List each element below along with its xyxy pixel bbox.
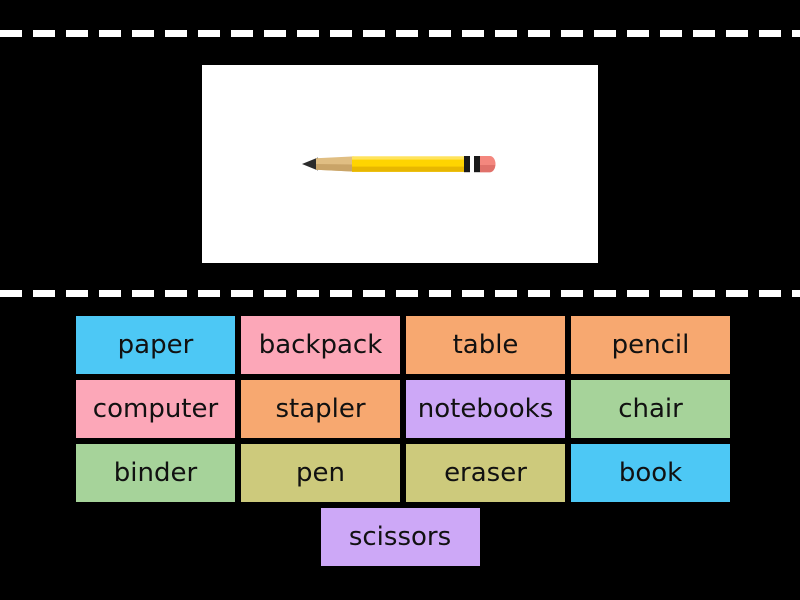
pencil-icon [302,155,496,172]
answer-tile-label: table [452,330,519,360]
answer-tile-backpack[interactable]: backpack [241,316,400,374]
answer-tile-label: chair [618,394,683,424]
answer-tile-pen[interactable]: pen [241,444,400,502]
prompt-image-card [202,64,598,263]
answer-tile-label: pen [296,458,345,488]
answer-tile-pencil[interactable]: pencil [571,316,730,374]
answer-tile-scissors[interactable]: scissors [320,508,480,566]
answer-tile-label: paper [117,330,194,360]
answer-row-1: paper backpack table pencil [76,316,730,374]
answer-tile-label: scissors [348,522,452,552]
answer-tile-stapler[interactable]: stapler [241,380,400,438]
answer-tile-label: eraser [444,458,527,488]
answer-tile-label: pencil [611,330,690,360]
answer-row-3: binder pen eraser book [76,444,730,502]
divider-top [0,30,800,37]
answer-tile-label: book [618,458,683,488]
answer-tile-chair[interactable]: chair [571,380,730,438]
answer-row-2: computer stapler notebooks chair [76,380,730,438]
answer-tile-label: backpack [258,330,383,360]
answer-tile-label: stapler [275,394,366,424]
prompt-area [0,37,800,290]
divider-bottom [0,290,800,297]
answer-tile-book[interactable]: book [571,444,730,502]
answer-tile-eraser[interactable]: eraser [406,444,565,502]
answer-tile-paper[interactable]: paper [76,316,235,374]
answer-tile-label: binder [113,458,198,488]
answer-tile-grid: paper backpack table pencil computer sta… [76,316,730,572]
answer-tile-binder[interactable]: binder [76,444,235,502]
answer-tile-table[interactable]: table [406,316,565,374]
answer-tile-label: notebooks [417,394,554,424]
answer-tile-label: computer [92,394,219,424]
answer-tile-computer[interactable]: computer [76,380,235,438]
answer-tile-notebooks[interactable]: notebooks [406,380,565,438]
answer-row-4: scissors [76,508,724,566]
